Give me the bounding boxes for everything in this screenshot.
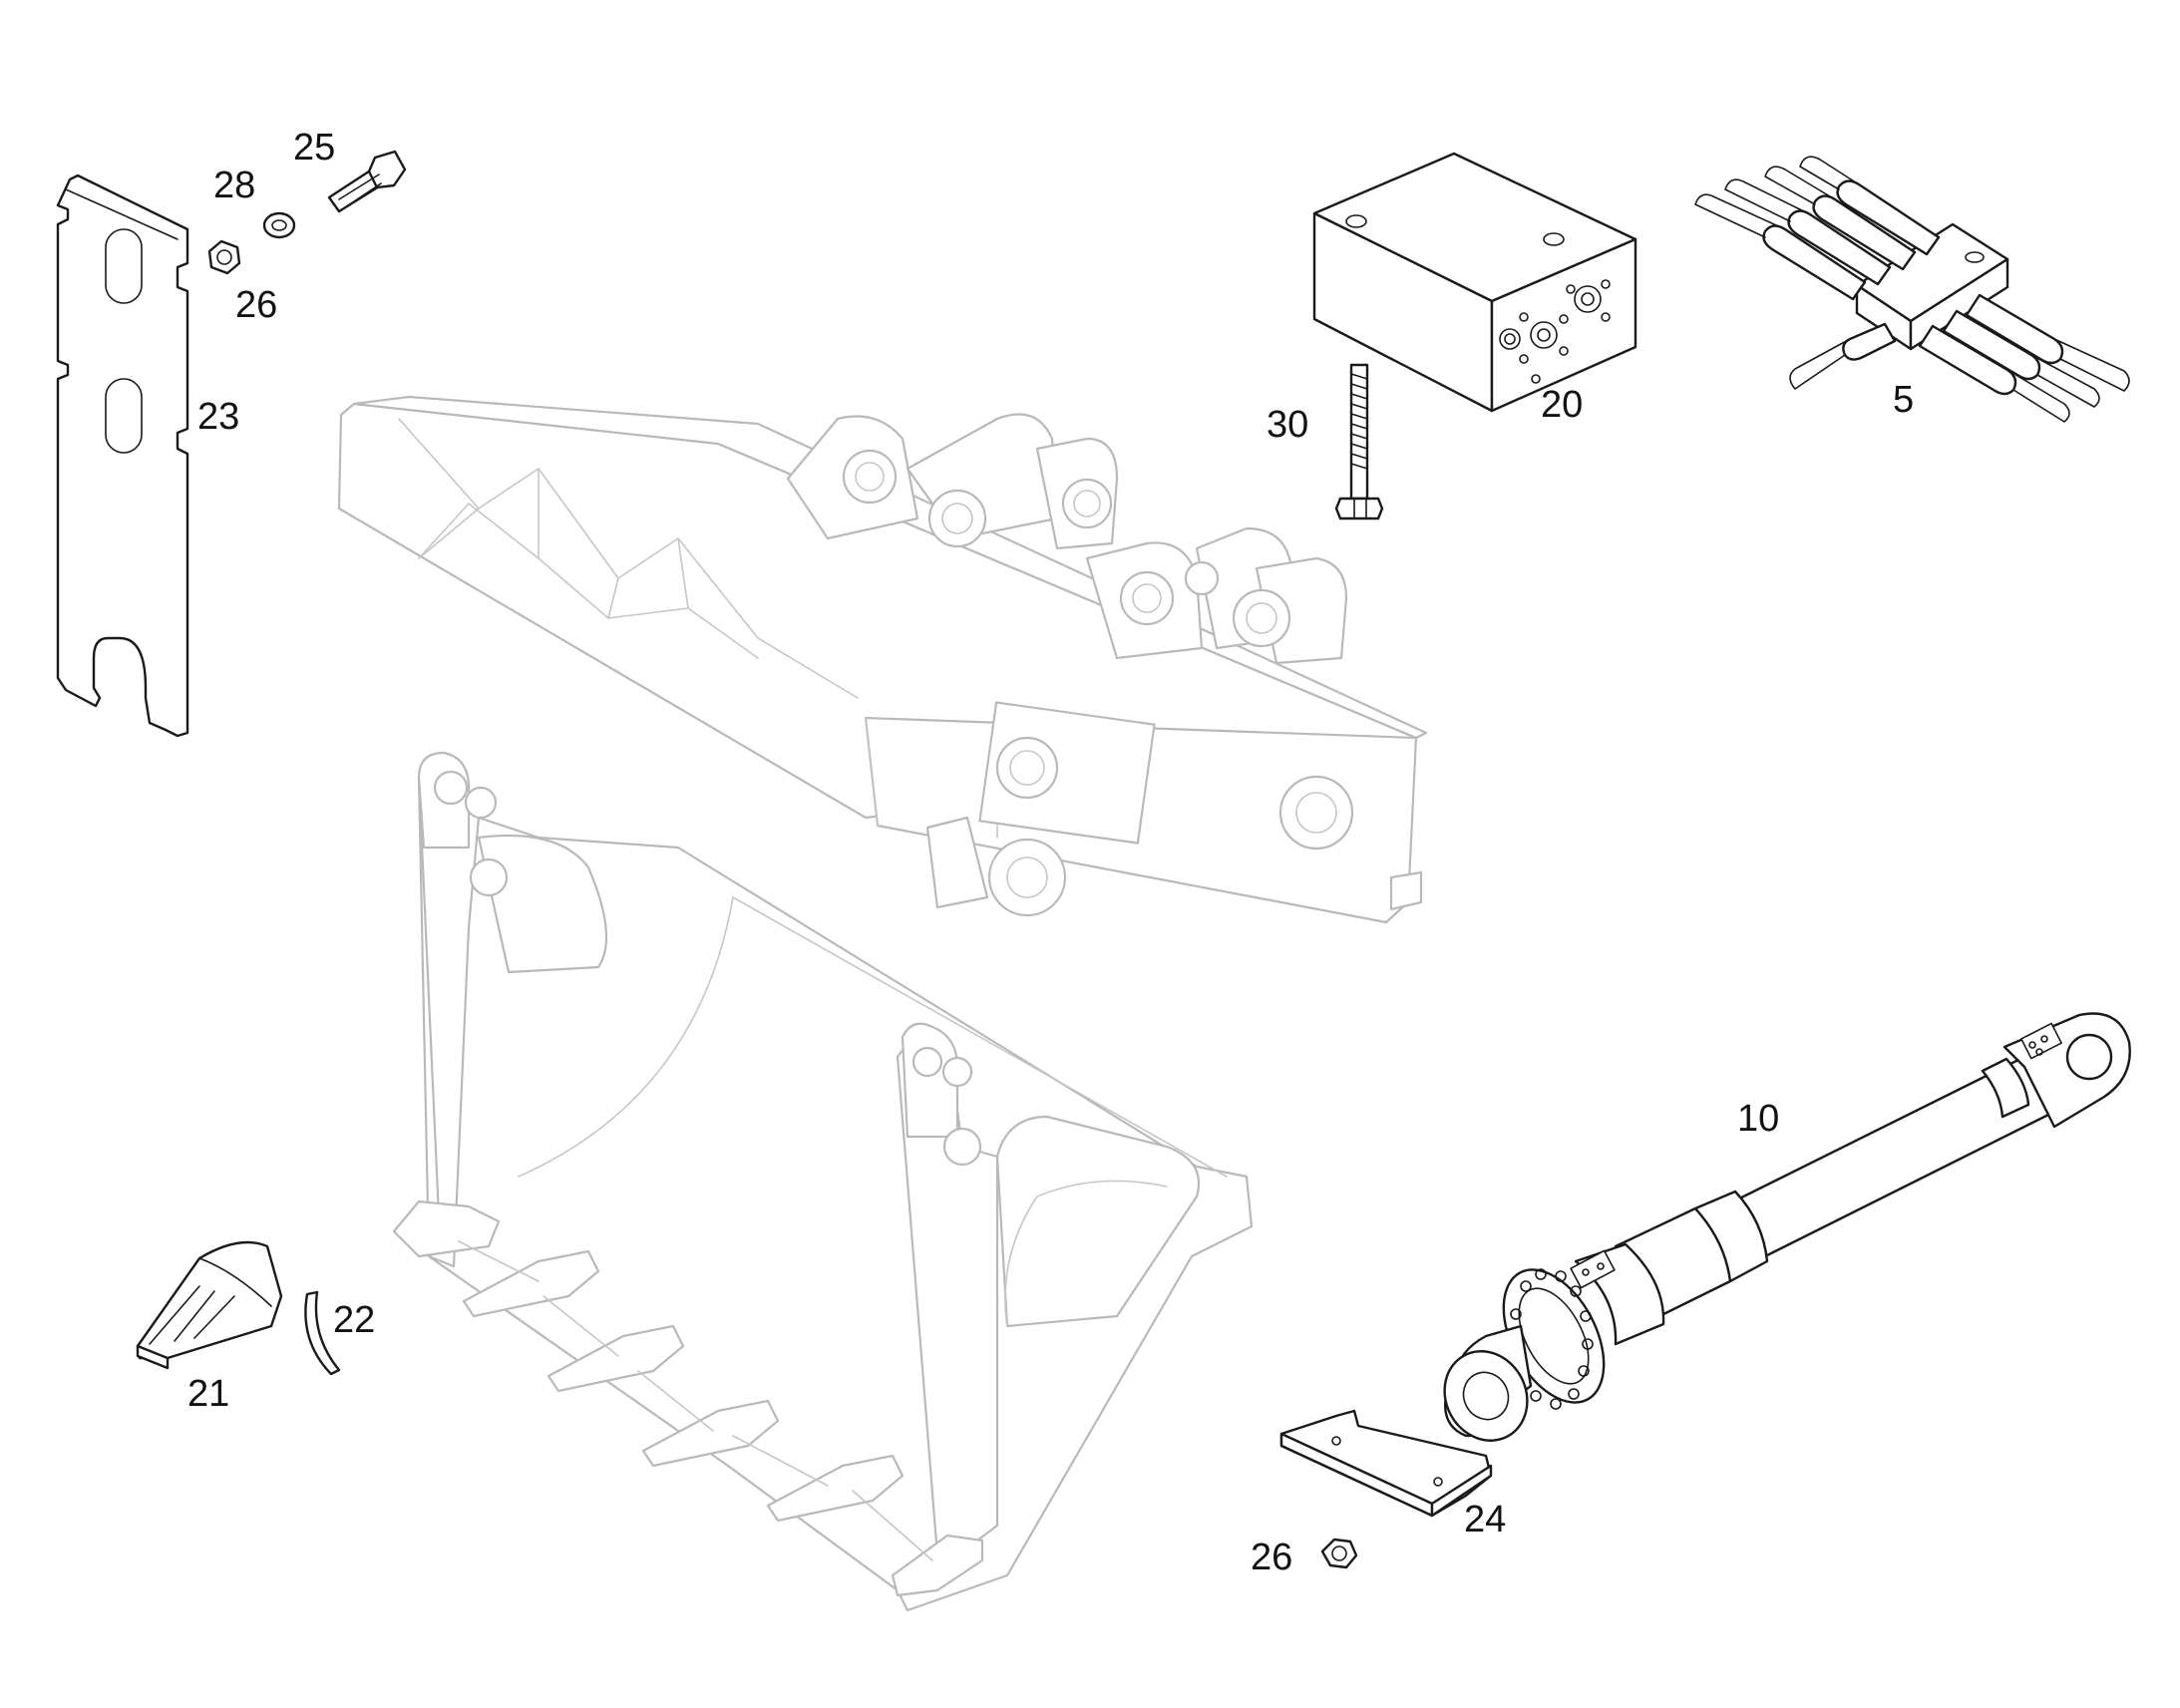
part-5-valve-hoses: [1694, 156, 2130, 423]
callout-21: 21: [187, 1373, 229, 1415]
bucket-ghost: [392, 751, 1254, 1612]
part-26-nut-top: [207, 239, 241, 275]
callout-5: 5: [1893, 379, 1914, 421]
callout-23: 23: [197, 396, 239, 438]
callout-28: 28: [213, 165, 255, 206]
callout-10: 10: [1737, 1098, 1779, 1140]
part-22-pin: [304, 1290, 341, 1376]
part-24-bracket: [1279, 1409, 1493, 1518]
part-28-washer: [262, 211, 296, 239]
part-20-block: [1312, 152, 1637, 413]
callout-20: 20: [1541, 384, 1583, 426]
callout-26-bottom: 26: [1251, 1537, 1292, 1578]
callout-25: 25: [293, 127, 335, 169]
bucket-teeth-ghost: [392, 1199, 984, 1597]
callout-22: 22: [333, 1299, 375, 1341]
callout-labels: 25 28 26 23 30 20 5 10 22 21 24 26: [187, 127, 1914, 1578]
part-23-plate: [56, 173, 189, 738]
part-25-bolt: [327, 150, 407, 213]
part-30-bolt: [1334, 363, 1384, 520]
part-10-cylinder: [1443, 1012, 2131, 1442]
callout-24: 24: [1464, 1499, 1506, 1540]
callout-30: 30: [1267, 404, 1308, 446]
callout-26-top: 26: [235, 284, 277, 326]
boom-frame-ghost: [337, 395, 1428, 924]
part-26-nut-bottom: [1320, 1537, 1358, 1569]
part-21-tooth: [136, 1240, 283, 1370]
